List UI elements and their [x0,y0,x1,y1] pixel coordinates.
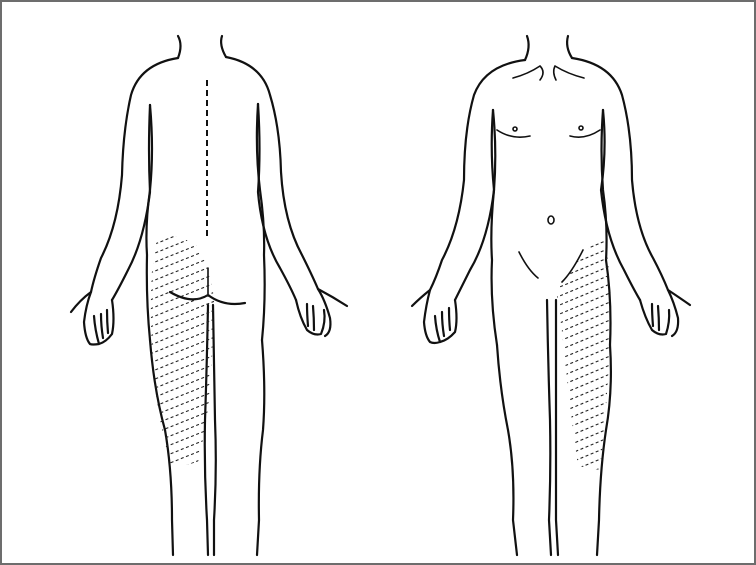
back-view-figure [71,36,347,555]
back-left-leg-outer [150,340,173,555]
front-collarbones [513,66,584,80]
back-right-leg-inner [213,305,216,555]
back-right-leg-outer [257,340,264,555]
front-left-nipple [513,127,517,131]
front-groin-right [562,250,583,282]
front-left-leg-outer [497,345,517,555]
front-right-nipple [579,126,583,130]
front-chest-right [570,130,600,137]
back-left-leg-inner [205,305,208,555]
front-view-figure [412,36,690,555]
front-left-leg-inner [547,300,551,555]
front-navel [548,216,554,224]
front-neck-right [567,36,572,58]
front-right-leg-inner [556,300,558,555]
back-left-hand [71,292,114,345]
front-right-leg-outer [597,345,611,555]
back-neck-right [221,36,226,57]
back-neck-left [178,36,181,58]
front-right-hand [640,290,690,336]
front-hatched-region [550,228,615,498]
back-right-hand [296,289,347,336]
front-neck-left [525,36,529,60]
front-left-hand [412,290,457,343]
front-torso-right [602,110,611,345]
front-right-arm-outer [572,58,668,290]
back-torso-right [257,104,265,340]
front-groin-left [519,252,538,278]
